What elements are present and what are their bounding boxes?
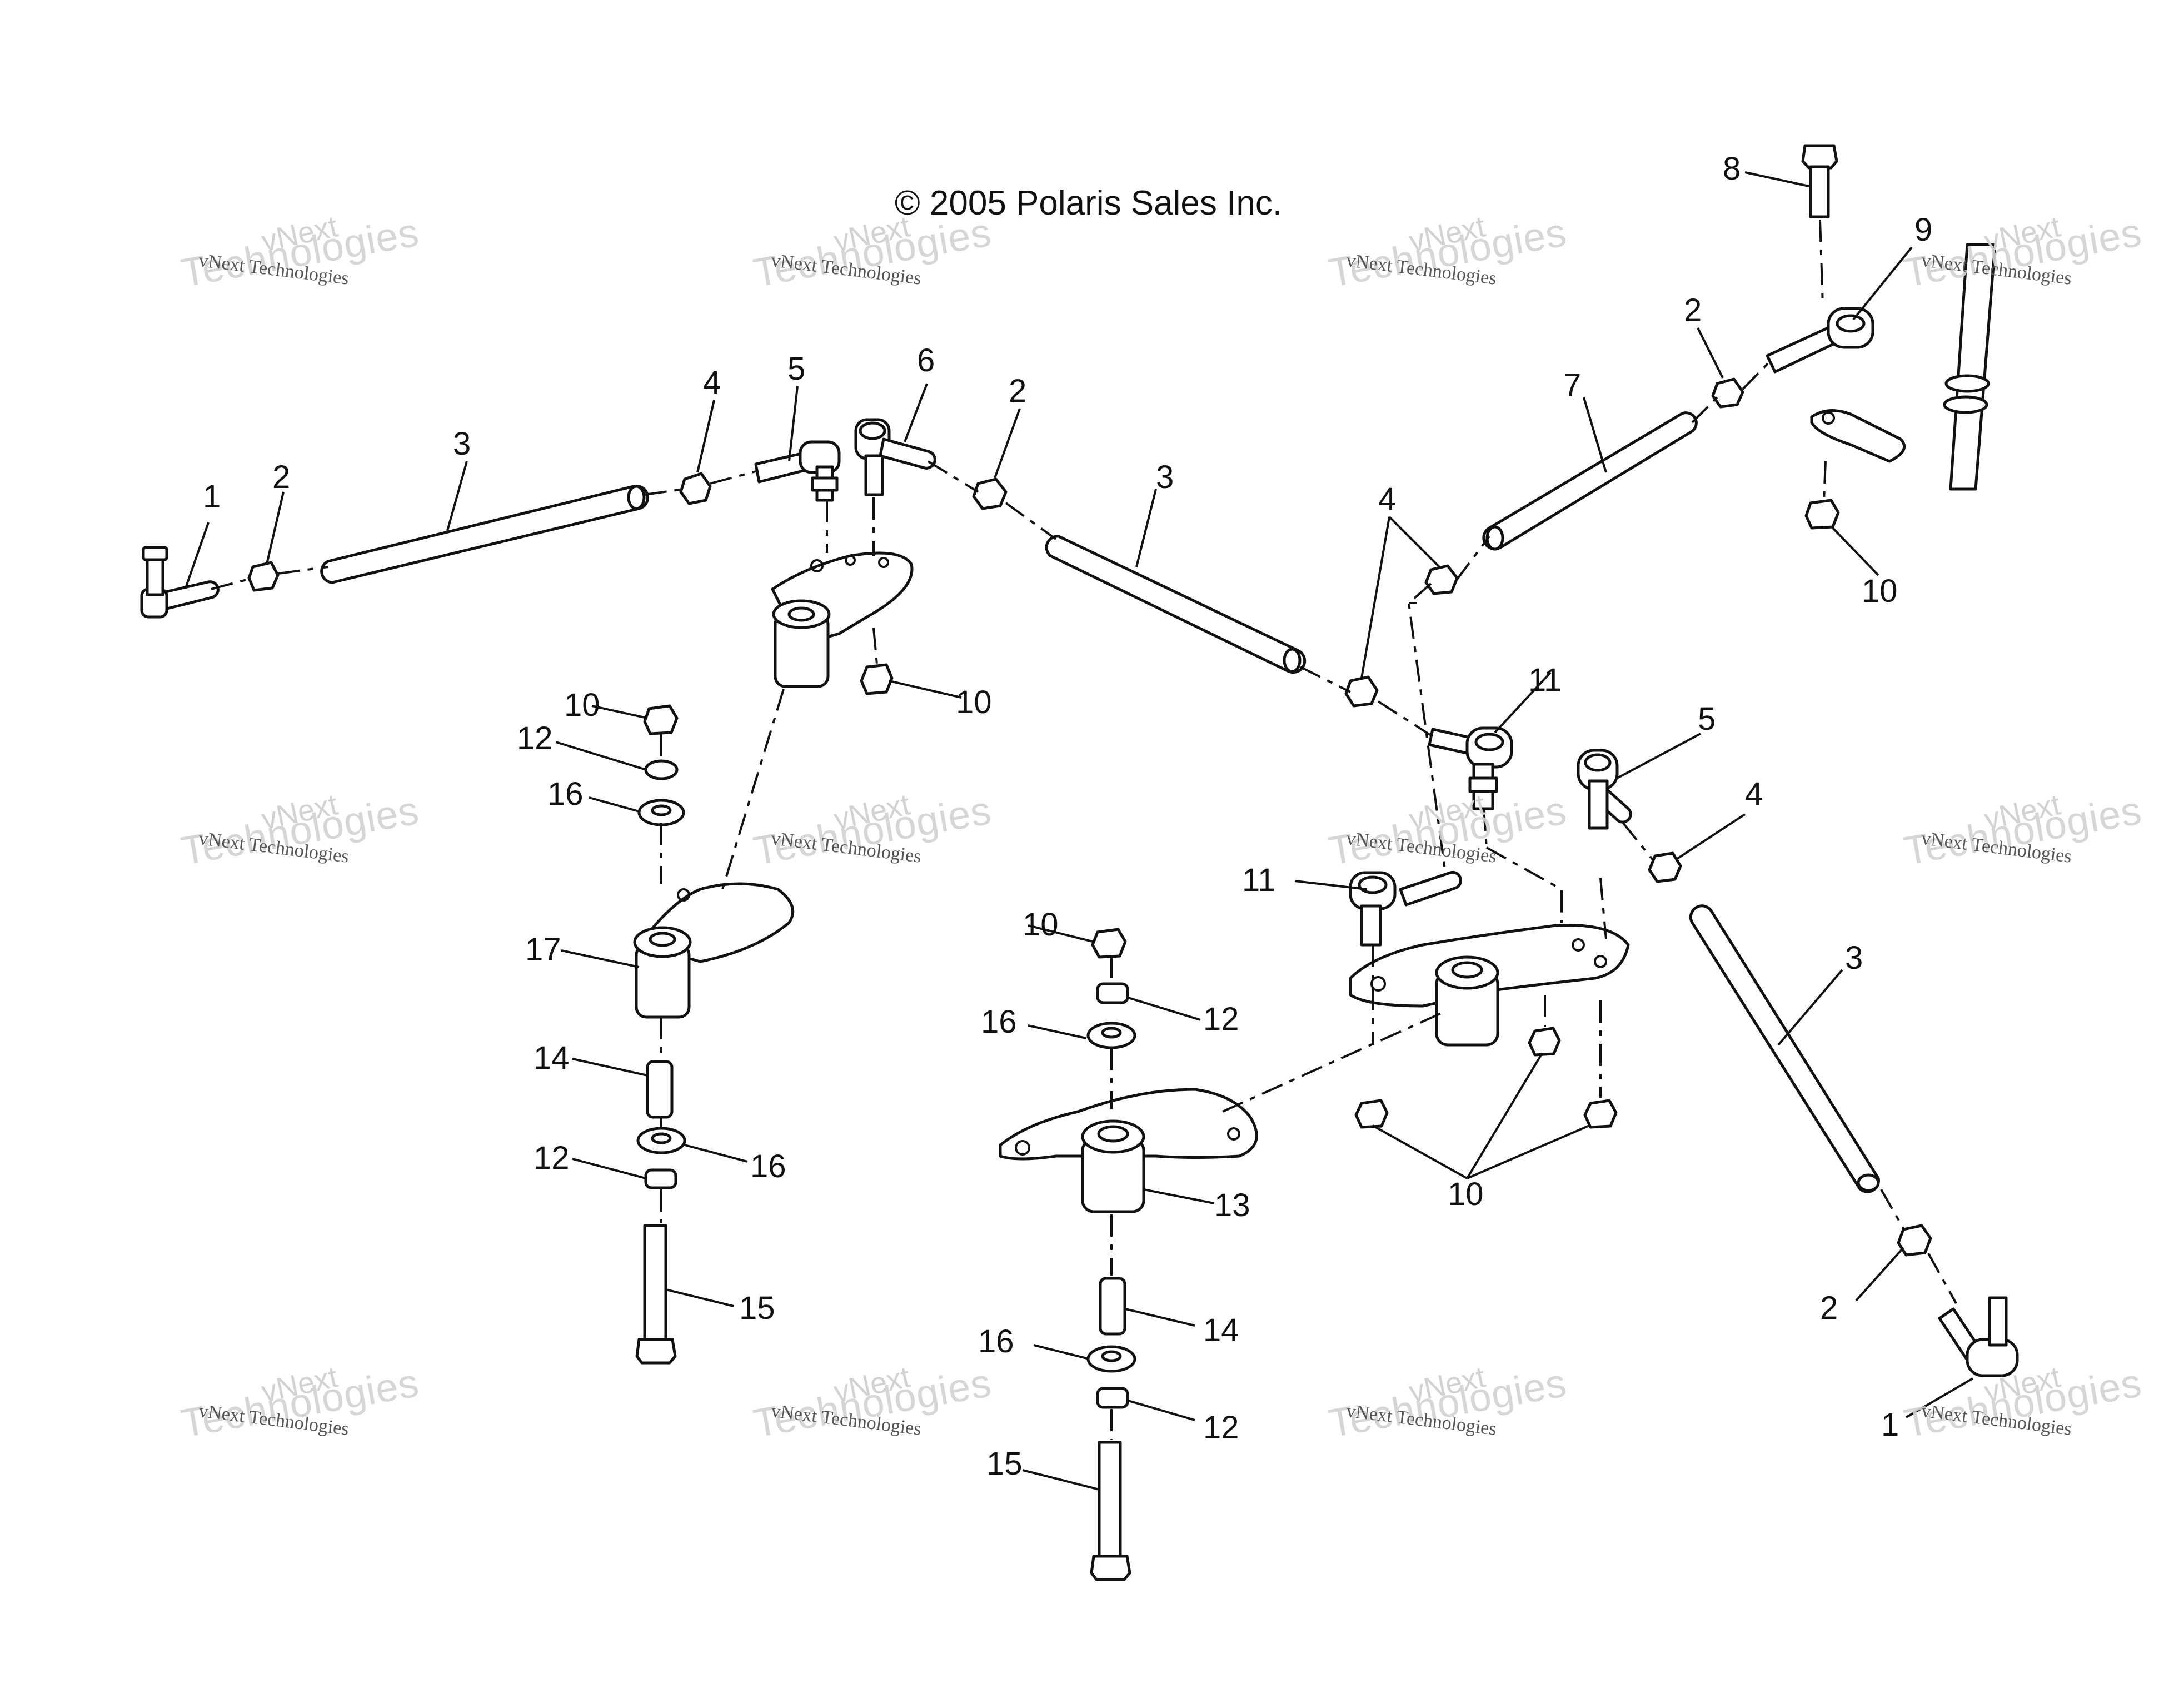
steering-rod-7	[1482, 411, 1698, 551]
callout-16: 16	[547, 776, 584, 812]
callout-15: 15	[739, 1290, 775, 1326]
assembly-lines	[211, 219, 1957, 1440]
pitman-arm-right	[1349, 923, 1630, 1047]
idler-arm-17	[633, 882, 795, 1019]
callout-11: 11	[1528, 662, 1562, 698]
callout-12: 12	[1203, 1410, 1239, 1446]
callout-14: 14	[1203, 1312, 1239, 1348]
washer-16-left-bottom	[636, 1127, 686, 1154]
steering-shaft-arm	[1810, 243, 1997, 491]
callout-12: 12	[1203, 1001, 1239, 1037]
jam-nut-2-left	[247, 561, 280, 592]
bushing-14-center	[1099, 1277, 1126, 1336]
callout-7: 7	[1563, 367, 1582, 404]
bolt-15-left	[635, 1224, 677, 1365]
nut-10-right-upper	[1804, 499, 1840, 530]
callout-10: 10	[564, 687, 600, 723]
callout-15: 15	[986, 1446, 1023, 1482]
idler-arm-upper-left	[771, 551, 914, 688]
callout-1: 1	[1881, 1407, 1899, 1443]
washer-12-left-bottom	[644, 1168, 677, 1189]
callout-10: 10	[956, 684, 992, 720]
callout-2: 2	[1009, 373, 1027, 409]
bolt-15-center	[1090, 1441, 1131, 1581]
callout-12: 12	[533, 1140, 570, 1176]
jam-nut-4-center	[1344, 675, 1379, 708]
callout-3: 3	[1156, 459, 1174, 495]
tie-rod-end-1-right	[1938, 1296, 2019, 1377]
washer-12-center-bottom	[1096, 1387, 1129, 1409]
washer-16-center-bottom	[1086, 1345, 1136, 1373]
callout-16: 16	[981, 1004, 1017, 1040]
callout-2: 2	[1820, 1290, 1838, 1326]
jam-nut-2-center	[972, 477, 1008, 510]
washer-16-left-top	[637, 799, 685, 826]
tie-rod-end-1-left	[140, 546, 220, 619]
jam-nut-2-right-lower	[1897, 1224, 1932, 1257]
jam-nut-4-right-upper	[1424, 564, 1459, 595]
leader-lines	[185, 171, 1974, 1491]
tie-rod-3-right	[1689, 904, 1880, 1193]
nut-10-center-stack	[1091, 928, 1127, 959]
callout-4: 4	[1378, 481, 1397, 517]
callout-2: 2	[1684, 292, 1702, 328]
callout-9: 9	[1914, 212, 1933, 248]
callout-4: 4	[703, 365, 721, 401]
callout-5: 5	[1698, 701, 1716, 737]
tie-rod-end-11-upper	[1428, 726, 1513, 810]
callout-17: 17	[525, 932, 561, 968]
jam-nut-2-right-upper	[1711, 377, 1744, 409]
washer-16-center-top	[1086, 1022, 1136, 1049]
tie-rod-3-center	[1045, 535, 1307, 674]
jam-nut-4-right-lower	[1648, 851, 1682, 883]
callout-10: 10	[1862, 573, 1898, 609]
callout-10: 10	[1023, 907, 1059, 943]
callout-16: 16	[750, 1148, 786, 1184]
tie-rod-end-5-right	[1577, 749, 1632, 830]
callout-4: 4	[1745, 776, 1763, 812]
tie-rod-3-left	[320, 484, 650, 584]
callout-1: 1	[203, 479, 221, 515]
tie-rod-end-5-left	[754, 440, 841, 502]
copyright-notice: © 2005 Polaris Sales Inc.	[895, 184, 1283, 222]
callout-16: 16	[978, 1323, 1014, 1360]
callout-10: 10	[1448, 1176, 1484, 1212]
callout-13: 13	[1214, 1187, 1250, 1223]
jam-nut-4-left	[679, 472, 712, 505]
bolt-8	[1801, 144, 1838, 218]
tie-rod-end-11-lower	[1349, 870, 1463, 947]
callout-14: 14	[533, 1040, 570, 1076]
washer-12-left-top	[644, 759, 679, 780]
nut-10-upper-left	[860, 663, 894, 695]
callout-3: 3	[453, 426, 471, 462]
washer-12-center-top	[1096, 982, 1129, 1004]
tie-rod-end-9	[1766, 307, 1874, 374]
nut-10-left-stack	[643, 704, 679, 735]
steering-arm-13	[999, 1088, 1258, 1213]
callout-11: 11	[1242, 862, 1276, 898]
callout-12: 12	[517, 720, 553, 756]
callout-8: 8	[1723, 151, 1741, 187]
callout-5: 5	[787, 351, 806, 387]
callout-6: 6	[917, 342, 935, 379]
callout-2: 2	[272, 459, 291, 495]
tie-rod-end-6	[854, 418, 936, 496]
callout-3: 3	[1845, 940, 1863, 976]
nuts-10-pitman	[1354, 1027, 1618, 1129]
bushing-14-left	[646, 1060, 674, 1119]
